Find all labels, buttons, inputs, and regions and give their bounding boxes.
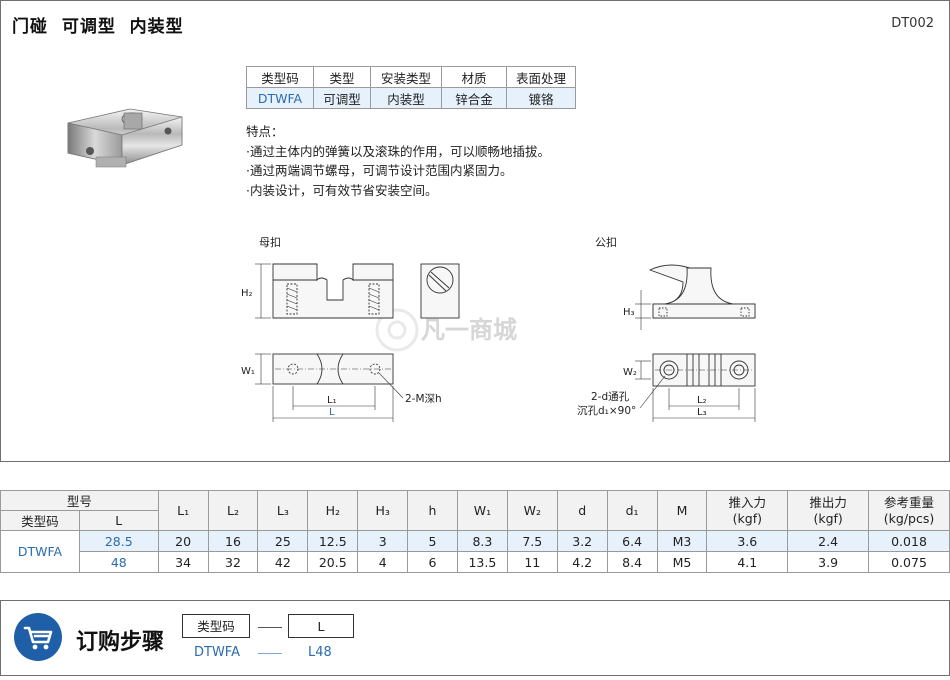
info-cell: 可调型	[313, 87, 371, 109]
cell: 42	[257, 551, 309, 573]
cell: 32	[207, 551, 259, 573]
shopping-cart-icon	[23, 626, 53, 650]
spec-table: 型号 L₁ L₂ L₃ H₂ H₃ h W₁ W₂ d d₁ M 推入力 (kg…	[0, 490, 950, 573]
cell: 2.4	[787, 530, 870, 552]
cell: 5	[407, 530, 458, 552]
watermark-text: 凡一商城	[421, 316, 517, 344]
cell: 3	[357, 530, 409, 552]
dim-sink: 沉孔d₁×90°	[577, 404, 636, 417]
cell: 8.3	[456, 530, 508, 552]
cell: M3	[656, 530, 708, 552]
dim-h2: H₂	[241, 288, 253, 299]
cell: 4	[357, 551, 409, 573]
info-cell: 镀铬	[506, 87, 576, 109]
info-cell: 内装型	[370, 87, 442, 109]
male-label: 公扣	[595, 235, 617, 249]
info-table: 类型码 类型 安装类型 材质 表面处理 DTWFA 可调型 内装型 锌合金 镀铬	[246, 66, 576, 109]
feature-item: ·通过主体内的弹簧以及滚珠的作用，可以顺畅地插拔。	[246, 143, 550, 159]
dim-2d: 2-d通孔	[591, 390, 630, 403]
sub-header: L	[78, 510, 159, 531]
order-box-l: L	[288, 614, 354, 638]
cell: 8.4	[606, 551, 658, 573]
col-header: 推出力 (kgf)	[787, 490, 870, 531]
sub-header: 类型码	[0, 510, 80, 531]
col-header: L₁	[157, 490, 209, 531]
dim-w2: W₂	[623, 367, 637, 378]
cell-l: 28.5	[78, 530, 159, 552]
cell: M5	[656, 551, 708, 573]
info-header: 类型码	[246, 66, 314, 88]
info-header: 表面处理	[506, 66, 576, 88]
cell: 25	[257, 530, 309, 552]
technical-drawing: 母扣 公扣 H₂ W₁ L₁ L 2-M深h H₃ W₂ L₂ L₃ 2-d通孔…	[241, 235, 756, 422]
cell: 6	[407, 551, 458, 573]
cell: 11	[506, 551, 558, 573]
col-header: L₂	[207, 490, 259, 531]
dim-l3: L₃	[697, 407, 707, 418]
col-header: W₁	[456, 490, 508, 531]
col-header: d₁	[606, 490, 658, 531]
product-code: DT002	[891, 16, 934, 31]
col-header: W₂	[506, 490, 558, 531]
col-header: 参考重量 (kg/pcs)	[868, 490, 950, 531]
female-label: 母扣	[259, 235, 281, 249]
order-example-l: L48	[308, 645, 332, 660]
cell: 12.5	[307, 530, 359, 552]
cell: 4.1	[706, 551, 789, 573]
col-header: d	[556, 490, 608, 531]
cell: 3.9	[787, 551, 870, 573]
order-panel	[0, 600, 950, 676]
dim-w1: W₁	[241, 366, 255, 377]
order-title: 订购步骤	[76, 630, 165, 655]
cell: 7.5	[506, 530, 558, 552]
feature-item: ·通过两端调节螺母，可调节设计范围内紧固力。	[246, 163, 513, 178]
info-header: 材质	[441, 66, 507, 88]
cart-icon-badge	[14, 613, 62, 661]
info-header: 安装类型	[370, 66, 442, 88]
model-group-header: 型号	[0, 490, 159, 511]
col-header: M	[656, 490, 708, 531]
info-cell-type-code: DTWFA	[246, 87, 314, 109]
features-heading: 特点：	[246, 124, 284, 139]
cell: 3.2	[556, 530, 608, 552]
cell: 13.5	[456, 551, 508, 573]
dim-l2: L₂	[697, 395, 707, 406]
feature-item: ·内装设计，可有效节省安装空间。	[246, 182, 438, 198]
dim-l: L	[329, 407, 335, 418]
table-row: DTWFA 28.5 20 16 25 12.5 3 5 8.3 7.5 3.2…	[0, 530, 950, 573]
dim-h3: H₃	[623, 307, 635, 318]
order-example-type-code: DTWFA	[194, 645, 240, 660]
features: 特点： ·通过主体内的弹簧以及滚珠的作用，可以顺畅地插拔。 ·通过两端调节螺母，…	[246, 122, 550, 200]
cell: 20	[157, 530, 209, 552]
cell-l: 48	[78, 551, 159, 573]
cell: 20.5	[307, 551, 359, 573]
col-header: L₃	[257, 490, 309, 531]
cell: 6.4	[606, 530, 658, 552]
col-header: H₃	[357, 490, 409, 531]
cell: 0.018	[868, 530, 950, 552]
order-example-connector	[258, 653, 282, 654]
order-connector	[258, 627, 282, 628]
col-header: H₂	[307, 490, 359, 531]
dim-l1: L₁	[327, 395, 337, 406]
cell: 0.075	[868, 551, 950, 573]
cell: 3.6	[706, 530, 789, 552]
col-header: 推入力 (kgf)	[706, 490, 789, 531]
watermark-logo	[375, 308, 419, 352]
table-row: 48 34 32 42 20.5 4 6 13.5 11 4.2 8.4 M5 …	[1, 551, 950, 573]
order-box-type-code: 类型码	[182, 614, 250, 638]
info-header: 类型	[313, 66, 371, 88]
page-title: 门碰 可调型 内装型	[12, 17, 184, 37]
col-header: h	[407, 490, 458, 531]
cell: 4.2	[556, 551, 608, 573]
info-cell: 锌合金	[441, 87, 507, 109]
cell: 34	[157, 551, 209, 573]
model-cell: DTWFA	[0, 530, 80, 573]
cell: 16	[207, 530, 259, 552]
dim-2m: 2-M深h	[405, 393, 442, 405]
product-photo	[67, 108, 183, 168]
